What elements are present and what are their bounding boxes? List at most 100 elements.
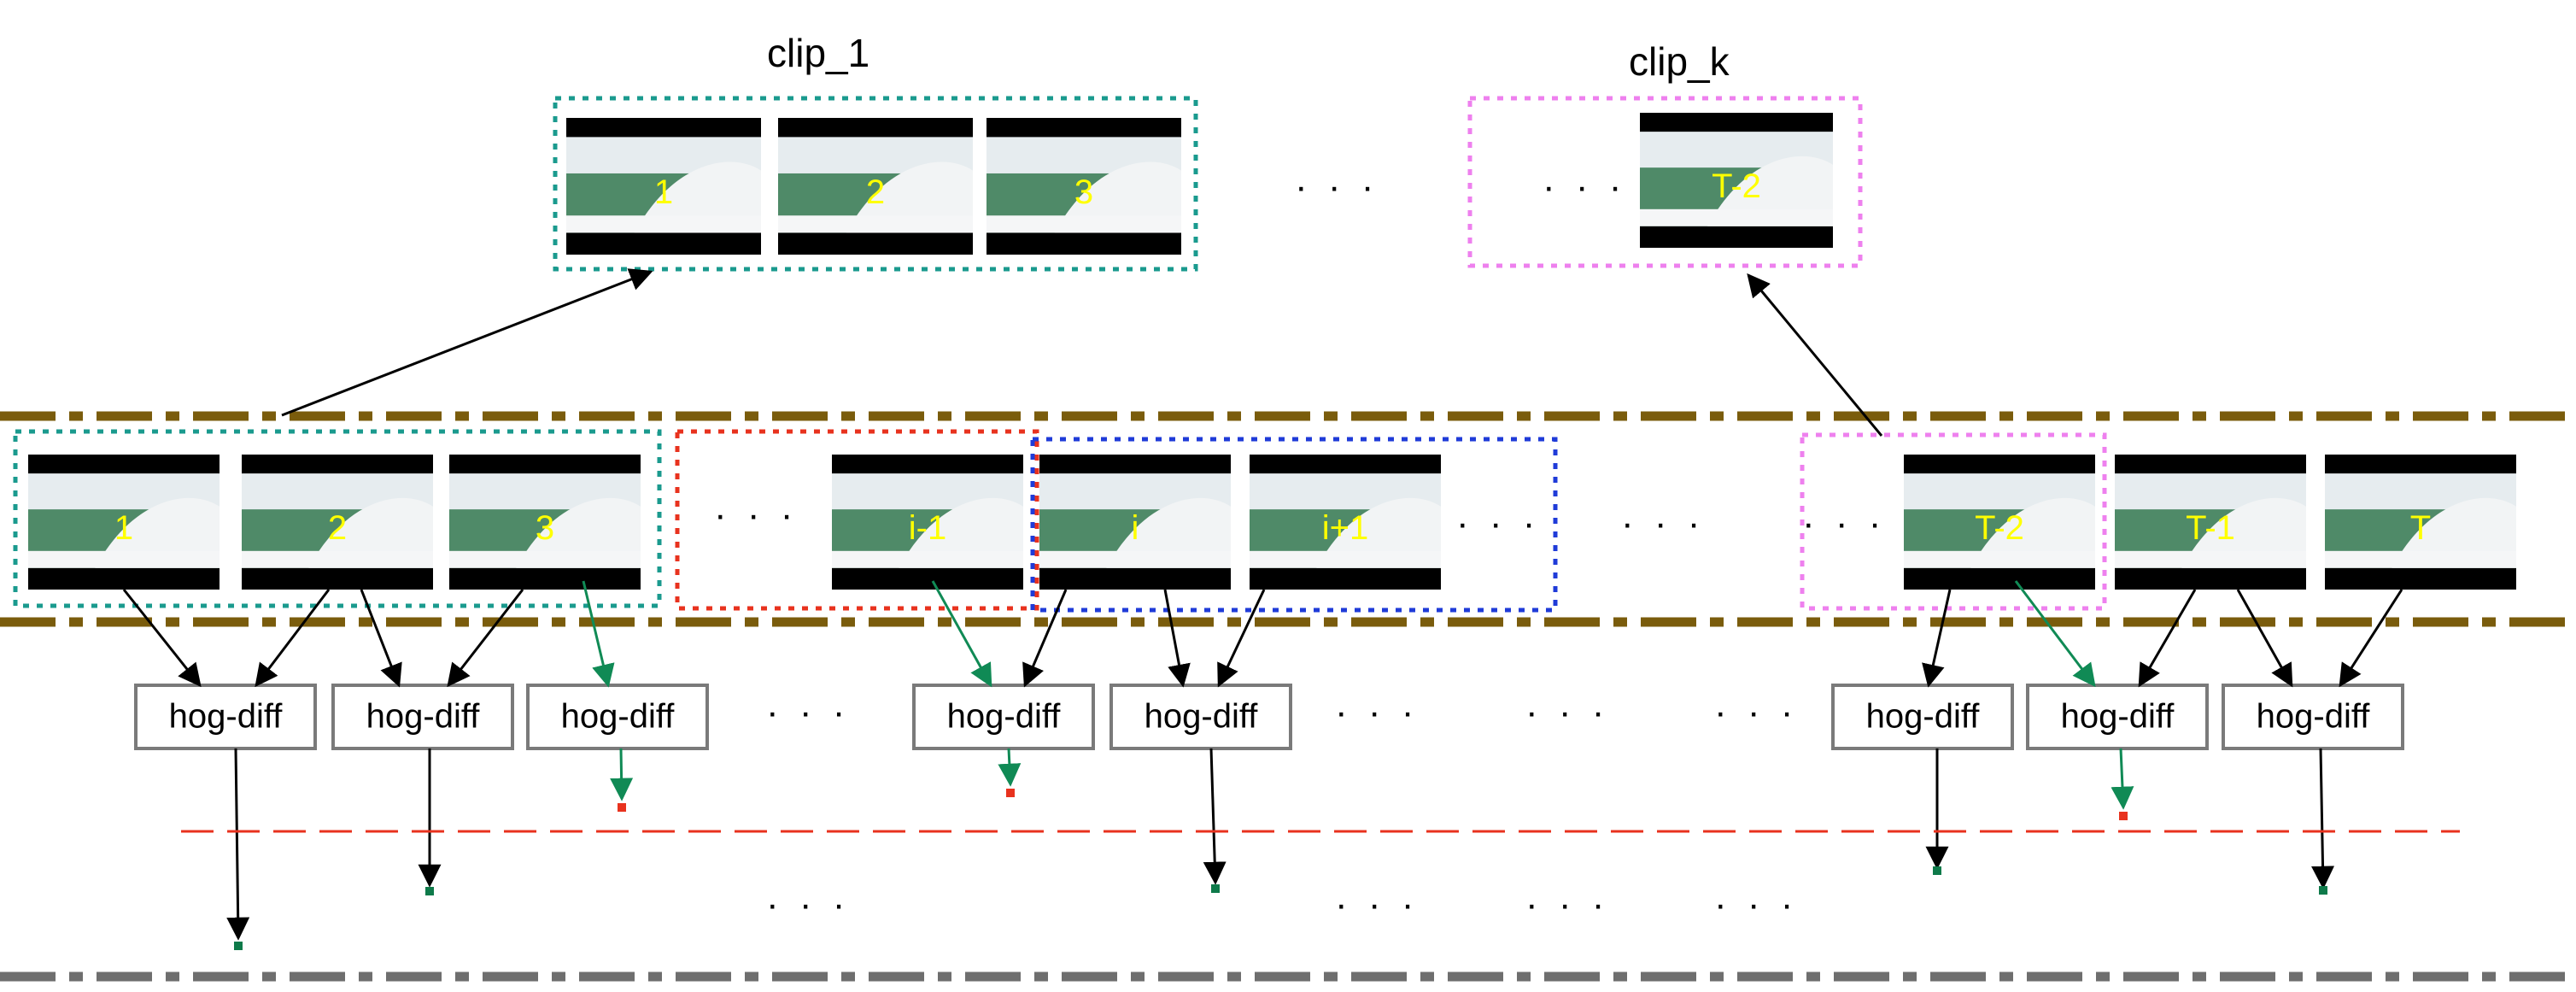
arrow-icon xyxy=(1203,748,1227,885)
arrow-icon xyxy=(1163,589,1191,688)
arrow-icon xyxy=(2311,748,2335,889)
frame-surf xyxy=(28,550,220,568)
threshold-marker-icon xyxy=(2119,812,2128,820)
ellipsis: · · · xyxy=(1525,883,1609,925)
arrow-icon xyxy=(2339,589,2403,688)
frame-number-label: T xyxy=(2410,509,2431,547)
frame-number-label: 3 xyxy=(1074,173,1093,211)
current-window-box xyxy=(1030,437,1558,613)
frame-foam xyxy=(1970,497,2095,568)
clip-1-frame: 2 xyxy=(778,118,973,255)
frame-surf xyxy=(986,215,1181,233)
frame-foam xyxy=(1106,497,1231,568)
frame-surf xyxy=(2325,550,2516,568)
ellipsis: · · · xyxy=(766,883,850,925)
arrow-icon xyxy=(1747,273,1883,437)
threshold-marker-icon xyxy=(618,803,626,812)
threshold-marker-icon xyxy=(1006,789,1015,797)
ellipsis: · · · xyxy=(714,494,798,536)
frame-number-label: T-1 xyxy=(2186,509,2235,547)
frame-foam xyxy=(846,161,973,233)
hog-diff-box: hog-diff xyxy=(2026,684,2209,750)
frame-surf xyxy=(778,215,973,233)
frame-number-label: i-1 xyxy=(909,509,946,547)
hog-diff-border xyxy=(1831,684,2014,750)
arrow-icon xyxy=(998,748,1022,787)
ellipsis: · · · xyxy=(1714,691,1798,733)
hog-diff-box: hog-diff xyxy=(526,684,709,750)
frame-foam xyxy=(516,497,641,568)
arrow-icon xyxy=(582,580,615,688)
clip-k-title: clip_k xyxy=(1629,39,1730,84)
threshold-marker-icon xyxy=(1211,884,1220,893)
frame-foam xyxy=(2181,497,2306,568)
threshold-marker-icon xyxy=(1933,866,1941,875)
clip-k-frame: T-2 xyxy=(1640,113,1833,248)
ellipsis: · · · xyxy=(1525,691,1609,733)
hog-diff-border xyxy=(134,684,317,750)
hog-diff-border xyxy=(2026,684,2209,750)
hog-diff-label: hog-diff xyxy=(1145,698,1259,736)
frame-foam xyxy=(95,497,220,568)
ellipsis: · · · xyxy=(1543,166,1626,208)
clip-k-selection-box xyxy=(1800,432,2107,611)
sequence-frame: 3 xyxy=(449,455,641,590)
threshold-marker-icon xyxy=(2319,886,2327,895)
hog-diff-label: hog-diff xyxy=(2061,698,2175,736)
arrow-icon xyxy=(610,748,634,801)
ellipsis: · · · xyxy=(1295,166,1379,208)
frame-foam xyxy=(308,497,433,568)
arrow-icon xyxy=(1922,589,1952,688)
ellipsis: · · · xyxy=(1802,502,1886,544)
hog-diff-label: hog-diff xyxy=(169,698,284,736)
ellipsis: · · · xyxy=(1714,883,1798,925)
frame-foam xyxy=(2392,497,2516,568)
clip-k-box xyxy=(1467,96,1863,268)
hog-diff-border xyxy=(331,684,514,750)
clip-1-selection-box xyxy=(13,429,662,608)
frame-foam xyxy=(634,161,761,233)
frame-surf xyxy=(1250,550,1441,568)
hog-diff-label: hog-diff xyxy=(947,698,1062,736)
sequence-frame: i xyxy=(1039,455,1231,590)
threshold-marker-icon xyxy=(425,887,434,895)
frame-foam xyxy=(1054,161,1181,233)
arrow-icon xyxy=(1022,589,1068,688)
frame-number-label: 1 xyxy=(654,173,673,211)
frame-number-label: 3 xyxy=(536,509,554,547)
clip-1-title: clip_1 xyxy=(767,31,869,75)
arrow-icon xyxy=(2138,589,2197,688)
frame-surf xyxy=(832,550,1023,568)
hog-diff-border xyxy=(2222,684,2404,750)
arrow-icon xyxy=(447,589,524,688)
frame-foam xyxy=(1707,156,1833,226)
frame-number-label: 1 xyxy=(114,509,133,547)
hog-diff-border xyxy=(912,684,1095,750)
sequence-frame: T xyxy=(2325,455,2516,590)
previous-window-box xyxy=(675,429,1039,611)
hog-diff-label: hog-diff xyxy=(366,698,481,736)
frame-number-label: T-2 xyxy=(1712,167,1761,205)
hog-diff-border xyxy=(1109,684,1292,750)
threshold-marker-icon xyxy=(234,942,243,950)
frame-number-label: i xyxy=(1132,509,1139,547)
frame-number-label: T-2 xyxy=(1975,509,2024,547)
hog-diff-box: hog-diff xyxy=(1831,684,2014,750)
frame-surf xyxy=(1904,550,2095,568)
frame-surf xyxy=(1640,208,1833,226)
frame-foam xyxy=(1316,497,1441,568)
arrow-icon xyxy=(931,580,992,688)
arrow-icon xyxy=(226,748,250,941)
sequence-frame: 2 xyxy=(242,455,433,590)
arrow-icon xyxy=(281,268,653,417)
frame-number-label: 2 xyxy=(866,173,885,211)
hog-diff-box: hog-diff xyxy=(1109,684,1292,750)
clip-1-frame: 3 xyxy=(986,118,1181,255)
sequence-frame: i-1 xyxy=(832,455,1023,590)
frame-number-label: i+1 xyxy=(1322,509,1369,547)
frame-surf xyxy=(449,550,641,568)
frame-number-label: 2 xyxy=(328,509,347,547)
frame-surf xyxy=(2115,550,2306,568)
hog-diff-label: hog-diff xyxy=(561,698,676,736)
